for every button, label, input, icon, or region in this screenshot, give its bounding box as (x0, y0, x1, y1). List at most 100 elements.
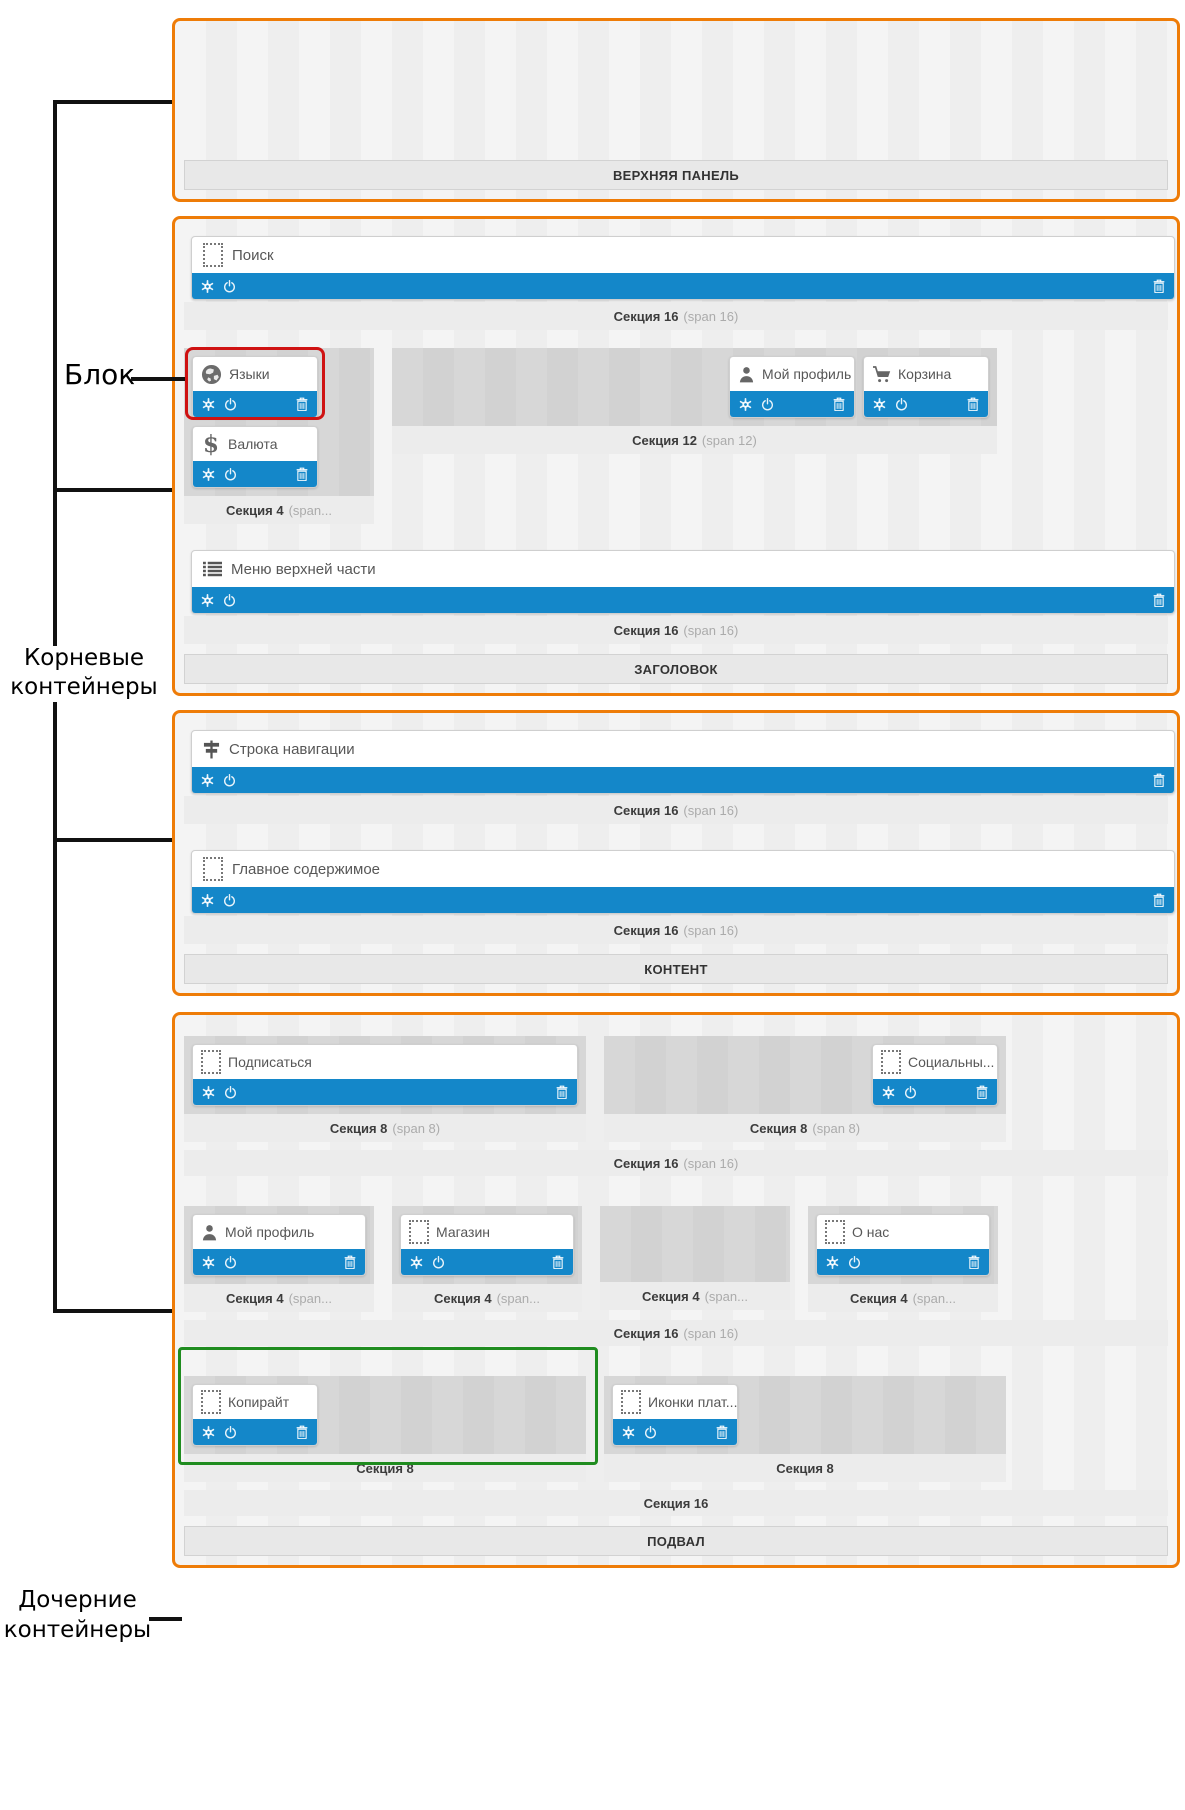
bracket-tick-footer (53, 1309, 172, 1313)
settings-icon[interactable] (202, 467, 215, 481)
power-icon[interactable] (895, 397, 908, 411)
power-icon[interactable] (904, 1085, 917, 1099)
cart-icon (873, 365, 891, 382)
block-toolbar (192, 887, 1174, 913)
settings-icon[interactable] (201, 593, 214, 607)
power-icon[interactable] (224, 467, 237, 481)
section-16-breadcrumbs: Строка навигации Секция 16 (span 16) (184, 722, 1175, 824)
settings-icon[interactable] (201, 893, 214, 907)
settings-icon[interactable] (882, 1085, 895, 1099)
block-languages[interactable]: Языки (192, 356, 318, 418)
settings-icon[interactable] (622, 1425, 635, 1439)
trash-icon[interactable] (1153, 773, 1165, 787)
section-label: Секция 12 (span 12) (392, 426, 997, 454)
block-toolbar (193, 461, 317, 487)
block-copyright[interactable]: Копирайт (192, 1384, 318, 1446)
block-top-menu[interactable]: Меню верхней части (191, 550, 1175, 614)
root-container-top-panel: ВЕРХНЯЯ ПАНЕЛЬ (172, 18, 1180, 202)
trash-icon[interactable] (556, 1085, 568, 1099)
section-16-row3: Копирайт Секция 8 (184, 1364, 1168, 1516)
settings-icon[interactable] (201, 773, 214, 787)
bracket-tick-content (53, 838, 172, 842)
power-icon[interactable] (224, 1085, 237, 1099)
trash-icon[interactable] (716, 1425, 728, 1439)
trash-icon[interactable] (1153, 279, 1165, 293)
section-8-copyright: Копирайт Секция 8 (184, 1376, 586, 1482)
section-label: Секция 16 (span 16) (184, 796, 1168, 824)
block-breadcrumbs[interactable]: Строка навигации (191, 730, 1175, 794)
block-toolbar (193, 391, 317, 417)
user-icon (739, 366, 754, 382)
settings-icon[interactable] (202, 1255, 215, 1269)
section-16-search: Поиск Секция 16 (span 16) (184, 228, 1175, 330)
trash-icon[interactable] (296, 397, 308, 411)
block-toolbar (730, 391, 854, 417)
block-cart[interactable]: Корзина (863, 356, 989, 418)
trash-icon[interactable] (552, 1255, 564, 1269)
power-icon[interactable] (224, 1425, 237, 1439)
annotation-block-line (131, 377, 188, 381)
trash-icon[interactable] (833, 397, 845, 411)
power-icon[interactable] (223, 593, 236, 607)
section-body (600, 1206, 790, 1282)
block-toolbar (864, 391, 988, 417)
block-social[interactable]: Социальны... (872, 1044, 998, 1106)
placeholder-icon (203, 243, 223, 267)
power-icon[interactable] (761, 397, 774, 411)
settings-icon[interactable] (826, 1255, 839, 1269)
settings-icon[interactable] (202, 397, 215, 411)
section-8-subscribe: Подписаться Секция 8 (span 8) (184, 1036, 586, 1142)
block-header: $ Валюта (193, 427, 317, 461)
block-label: Социальны... (908, 1054, 995, 1070)
annotation-child-containers-label: Дочерние контейнеры (3, 1587, 152, 1643)
block-toolbar (873, 1079, 997, 1105)
block-footer-profile[interactable]: Мой профиль (192, 1214, 366, 1276)
placeholder-icon (409, 1220, 429, 1244)
section-12-account: Мой профиль Корзина (392, 348, 997, 454)
section-body: Копирайт (184, 1376, 586, 1454)
settings-icon[interactable] (410, 1255, 423, 1269)
block-header: Поиск (192, 237, 1174, 273)
settings-icon[interactable] (201, 279, 214, 293)
block-header: Мой профиль (730, 357, 854, 391)
trash-icon[interactable] (968, 1255, 980, 1269)
power-icon[interactable] (223, 279, 236, 293)
power-icon[interactable] (224, 1255, 237, 1269)
block-label: О нас (852, 1224, 890, 1240)
power-icon[interactable] (223, 893, 236, 907)
block-main-content[interactable]: Главное содержимое (191, 850, 1175, 914)
trash-icon[interactable] (296, 467, 308, 481)
block-label: Строка навигации (229, 740, 355, 758)
trash-icon[interactable] (967, 397, 979, 411)
trash-icon[interactable] (976, 1085, 988, 1099)
settings-icon[interactable] (202, 1085, 215, 1099)
power-icon[interactable] (644, 1425, 657, 1439)
block-header: Языки (193, 357, 317, 391)
trash-icon[interactable] (296, 1425, 308, 1439)
block-toolbar (192, 273, 1174, 299)
block-search[interactable]: Поиск (191, 236, 1175, 300)
root-container-content: Строка навигации Секция 16 (span 16) Гла… (172, 710, 1180, 996)
block-about[interactable]: О нас (816, 1214, 990, 1276)
section-label: Секция 4 (span... (184, 1284, 374, 1312)
section-label: Секция 8 (span 8) (604, 1114, 1006, 1142)
block-currency[interactable]: $ Валюта (192, 426, 318, 488)
section-body: О нас (808, 1206, 998, 1284)
block-shop[interactable]: Магазин (400, 1214, 574, 1276)
section-body: Магазин (392, 1206, 582, 1284)
block-label: Подписаться (228, 1054, 312, 1070)
power-icon[interactable] (848, 1255, 861, 1269)
settings-icon[interactable] (739, 397, 752, 411)
power-icon[interactable] (224, 397, 237, 411)
block-my-profile[interactable]: Мой профиль (729, 356, 855, 418)
trash-icon[interactable] (1153, 893, 1165, 907)
block-payment-icons[interactable]: Иконки плат... (612, 1384, 738, 1446)
block-subscribe[interactable]: Подписаться (192, 1044, 578, 1106)
globe-icon (201, 364, 222, 384)
power-icon[interactable] (223, 773, 236, 787)
settings-icon[interactable] (873, 397, 886, 411)
power-icon[interactable] (432, 1255, 445, 1269)
trash-icon[interactable] (344, 1255, 356, 1269)
settings-icon[interactable] (202, 1425, 215, 1439)
trash-icon[interactable] (1153, 593, 1165, 607)
